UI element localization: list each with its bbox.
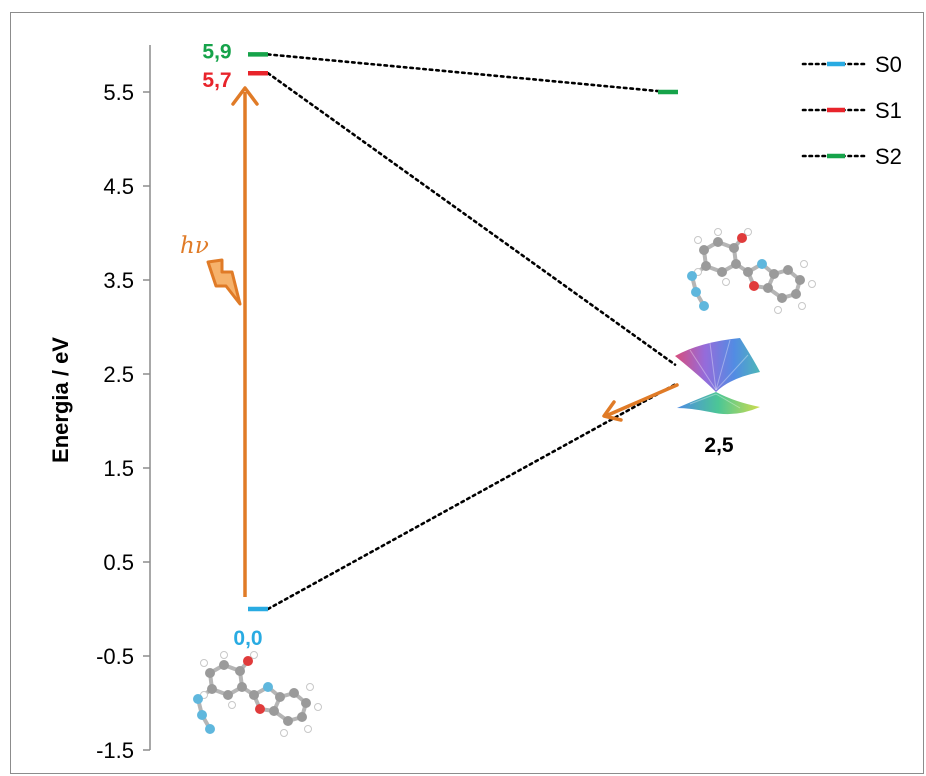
y-tick-label: 1.5 [103, 456, 134, 481]
data-label-s0: 0,0 [233, 627, 262, 650]
y-tick-label: 2.5 [103, 362, 134, 387]
hv-annotation: hν [180, 233, 209, 259]
molecule-structure-image [687, 228, 816, 314]
y-tick-label: -0.5 [96, 644, 134, 669]
lightning-bolt-icon [206, 258, 242, 306]
molecule-structure-image [193, 651, 322, 737]
energy-levels [248, 52, 678, 612]
connector-s0 [266, 382, 679, 611]
y-tick-label: 3.5 [103, 268, 134, 293]
data-label-s2: 5,9 [202, 40, 231, 63]
y-tick-label: 5.5 [103, 80, 134, 105]
connector-s1 [266, 71, 677, 366]
connector-s2 [266, 53, 670, 94]
state-connectors [266, 53, 679, 611]
data-label-conical-intersection: 2,5 [704, 434, 734, 457]
data-label-s1: 5,7 [202, 69, 231, 92]
legend-label-s1: S1 [875, 98, 902, 123]
y-axis-label: Energia / eV [48, 337, 73, 463]
y-tick-label: -1.5 [96, 738, 134, 763]
legend-label-s0: S0 [875, 52, 902, 77]
legend-label-s2: S2 [875, 144, 902, 169]
y-axis-ticks [143, 91, 150, 751]
y-tick-label: 0.5 [103, 550, 134, 575]
y-axis-tick-labels: 5.5 4.5 3.5 2.5 1.5 0.5 -0.5 -1.5 [96, 80, 134, 763]
conical-intersection-surface [675, 338, 760, 415]
excitation-arrow [231, 86, 259, 597]
y-tick-label: 4.5 [103, 174, 134, 199]
decay-arrow [602, 383, 679, 422]
chart-frame [10, 12, 924, 774]
